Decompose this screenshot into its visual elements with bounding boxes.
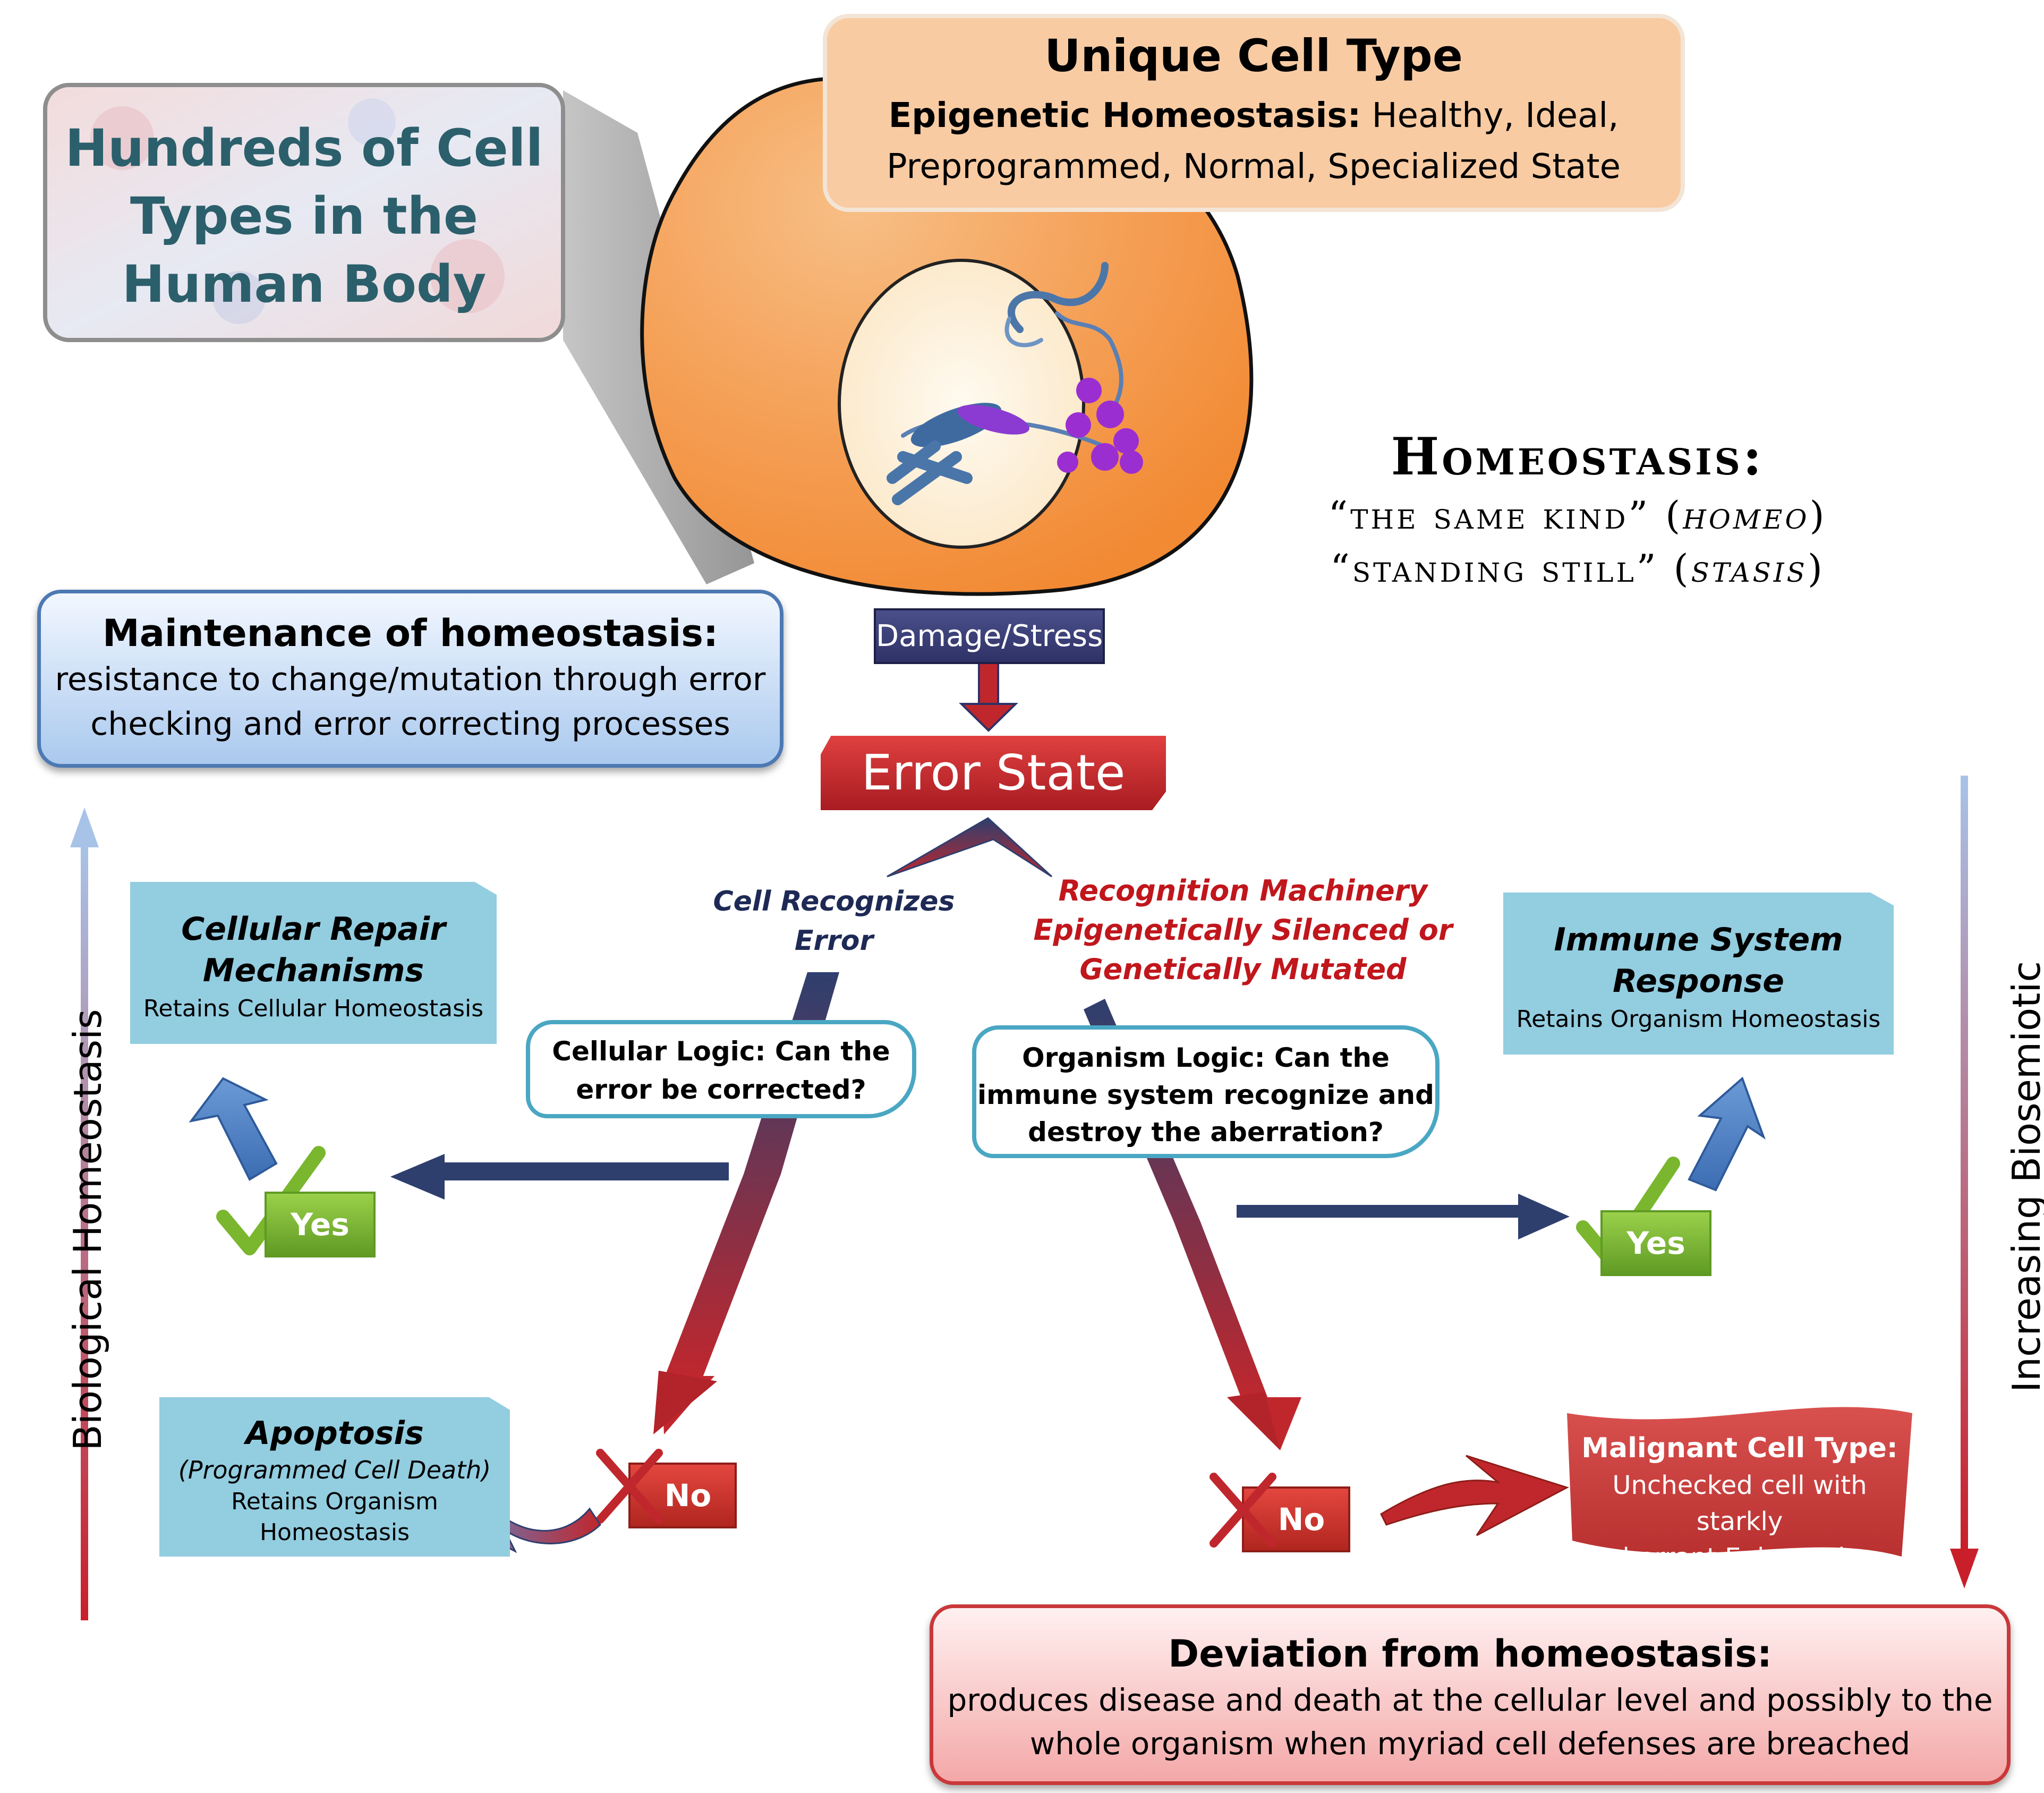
maintenance-text2: checking and error correcting processes xyxy=(90,706,730,743)
immune-up-arrow xyxy=(1688,1076,1766,1192)
left-yes-arrow xyxy=(390,1153,729,1200)
no-label-right: No xyxy=(1277,1501,1325,1537)
cellular-logic-text1: Can the xyxy=(774,1036,890,1067)
maintenance-title: Maintenance of homeostasis: xyxy=(103,611,718,655)
cell-recognizes-label: Cell Recognizes Error xyxy=(713,886,955,957)
apoptosis-text1: Retains Organism xyxy=(231,1488,438,1515)
yes-button-left-shape xyxy=(265,1192,376,1257)
organism-logic-line1: Organism Logic: Can the xyxy=(976,1039,1435,1076)
error-state-label: Error State xyxy=(821,736,1166,810)
homeostasis-line2-prefix: “standing still” ( xyxy=(1330,546,1691,591)
cellular-repair-title2: Mechanisms xyxy=(202,952,424,989)
unique-cell-subtitle-text2: Preprogrammed, Normal, Specialized State xyxy=(887,147,1621,186)
yes-label-left: Yes xyxy=(291,1206,350,1243)
apoptosis-box: Apoptosis (Programmed Cell Death) Retain… xyxy=(159,1397,510,1557)
cell-nucleus xyxy=(838,259,1085,549)
homeostasis-line2-term: stasis xyxy=(1691,546,1808,591)
unique-cell-subtitle-text1: Healthy, Ideal, xyxy=(1372,96,1619,135)
yes-button-right-shape xyxy=(1600,1210,1711,1276)
immune-response-box: Immune System Response Retains Organism … xyxy=(1503,893,1894,1055)
unique-cell-text: Unique Cell Type Epigenetic Homeostasis:… xyxy=(829,27,1679,192)
homeostasis-line1-prefix: “the same kind” ( xyxy=(1328,493,1683,538)
left-axis-label: Biological Homeostasis xyxy=(65,1009,110,1451)
right-axis-arrow xyxy=(1950,776,1979,1588)
apoptosis-subtitle: (Programmed Cell Death) xyxy=(178,1456,491,1484)
homeostasis-line2-suffix: ) xyxy=(1807,546,1825,591)
x-mark-left xyxy=(596,1449,663,1524)
check-mark-left xyxy=(216,1146,326,1255)
organism-logic-banner: Organism Logic: Can the immune system re… xyxy=(972,1025,1440,1158)
no-button-right-shape xyxy=(1242,1486,1350,1552)
malignant-banner xyxy=(1567,1407,1912,1557)
recognition-silenced-line3: Genetically Mutated xyxy=(1079,953,1407,986)
deviation-box: Deviation from homeostasis: produces dis… xyxy=(930,1604,2011,1785)
deviation-title: Deviation from homeostasis: xyxy=(1168,1632,1772,1676)
cell-types-callout-panel xyxy=(43,83,565,342)
recognition-silenced-line2: Epigenetically Silenced or xyxy=(1033,913,1453,947)
organism-logic-bold: Organism Logic: xyxy=(1022,1042,1265,1073)
cellular-repair-title1: Cellular Repair xyxy=(181,911,446,948)
maintenance-text1: resistance to change/mutation through er… xyxy=(55,661,766,698)
unique-cell-title: Unique Cell Type xyxy=(1044,30,1463,82)
homeostasis-title: Homeostasis: xyxy=(1391,427,1765,487)
immune-response-title1: Immune System xyxy=(1554,921,1843,958)
cellular-logic-banner: Cellular Logic: Can the error be correct… xyxy=(526,1020,916,1118)
cellular-logic-line1: Cellular Logic: Can the xyxy=(530,1032,912,1070)
deviation-text2: whole organism when myriad cell defenses… xyxy=(1029,1726,1911,1762)
yes-label-right: Yes xyxy=(1626,1225,1685,1261)
homeostasis-definition: Homeostasis: “the same kind” (homeo) “st… xyxy=(1243,425,1912,595)
recognition-silenced-label: Recognition Machinery Epigenetically Sil… xyxy=(1025,871,1461,989)
immune-response-title2: Response xyxy=(1613,963,1784,1000)
right-yes-arrow xyxy=(1237,1193,1570,1240)
no-label-left: No xyxy=(664,1477,712,1514)
dna-illustration xyxy=(887,262,1143,505)
unique-cell-box xyxy=(823,14,1685,212)
deviation-text1: produces disease and death at the cellul… xyxy=(947,1682,1993,1718)
organism-logic-text3: destroy the aberration? xyxy=(1028,1117,1384,1148)
repair-up-arrow xyxy=(189,1077,278,1181)
homeostasis-line2: “standing still” (stasis) xyxy=(1243,542,1912,595)
homeostasis-line1-suffix: ) xyxy=(1809,493,1827,538)
malignant-arrow xyxy=(1380,1455,1569,1536)
cell-types-callout-title: Hundreds of Cell Types in the Human Body xyxy=(65,118,543,314)
malignant-text2: aberrant Epigenetics xyxy=(1607,1543,1872,1573)
left-axis-arrow xyxy=(70,808,99,1620)
apoptosis-text2: Homeostasis xyxy=(259,1519,410,1546)
unique-cell-subtitle-bold: Epigenetic Homeostasis: xyxy=(888,96,1361,135)
cellular-repair-box: Cellular Repair Mechanisms Retains Cellu… xyxy=(130,882,497,1044)
cellular-logic-bold: Cellular Logic: xyxy=(552,1036,766,1067)
damage-stress-label: Damage/Stress xyxy=(874,608,1105,664)
immune-response-text: Retains Organism Homeostasis xyxy=(1516,1006,1881,1033)
no-button-left-shape xyxy=(628,1463,737,1528)
organism-logic-text1: Can the xyxy=(1274,1042,1390,1073)
malignant-text: Malignant Cell Type: Unchecked cell with… xyxy=(1572,1429,1907,1576)
recognition-silenced-line1: Recognition Machinery xyxy=(1058,874,1428,907)
homeostasis-line1-term: homeo xyxy=(1683,493,1810,538)
damage-arrow xyxy=(959,658,1018,732)
apoptosis-title: Apoptosis xyxy=(245,1415,424,1452)
organism-logic-text2: immune system recognize and xyxy=(977,1080,1434,1110)
maintenance-box: Maintenance of homeostasis: resistance t… xyxy=(37,590,783,768)
unique-cell-subtitle-line1: Epigenetic Homeostasis: Healthy, Ideal, xyxy=(829,90,1679,141)
malignant-title: Malignant Cell Type: xyxy=(1581,1432,1898,1464)
cellular-repair-text: Retains Cellular Homeostasis xyxy=(143,995,484,1022)
malignant-text1: Unchecked cell with starkly xyxy=(1612,1471,1867,1536)
x-mark-right xyxy=(1210,1473,1276,1548)
right-axis-label: Increasing Biosemiotic Entropy xyxy=(2004,961,2044,1392)
homeostasis-line1: “the same kind” (homeo) xyxy=(1243,489,1912,542)
error-chevron xyxy=(887,817,1053,878)
cellular-logic-text2: error be corrected? xyxy=(576,1074,866,1105)
